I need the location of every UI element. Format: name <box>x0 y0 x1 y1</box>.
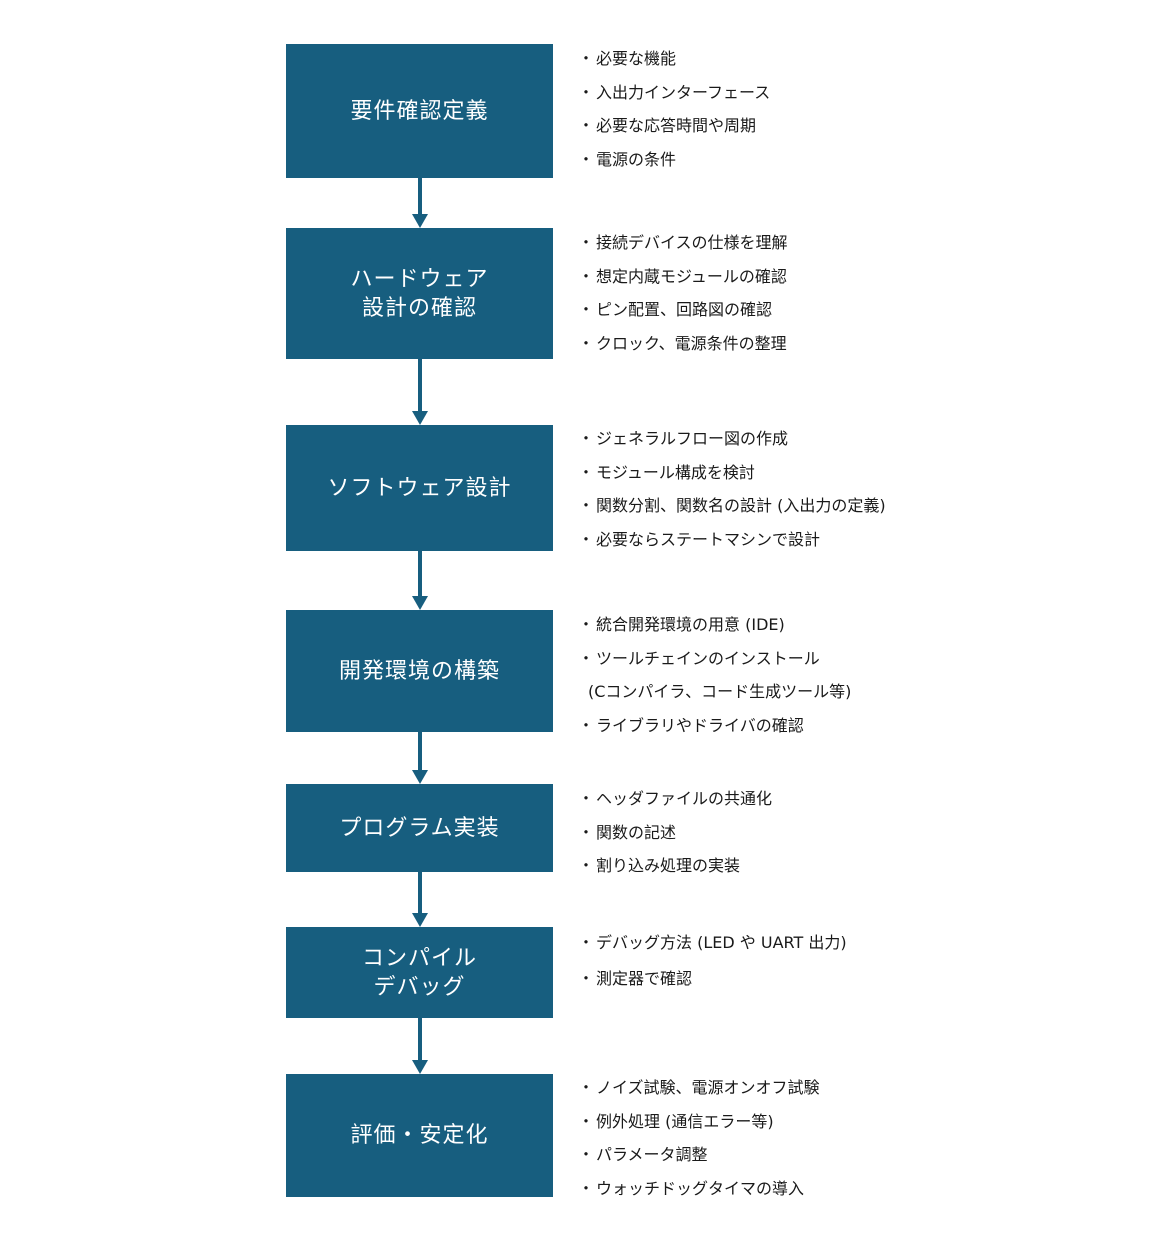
arrow-head-icon <box>412 1060 428 1074</box>
step-title: デバッグ <box>373 974 466 1000</box>
note-item: ・モジュール構成を検討 <box>578 462 755 482</box>
note-item: ・接続デバイスの仕様を理解 <box>578 233 788 252</box>
note-item: ・関数の記述 <box>578 822 677 842</box>
step-evaluation: 評価・安定化 <box>286 1074 553 1197</box>
note-item: ・例外処理 (通信エラー等) <box>578 1111 774 1131</box>
notes-requirements: ・必要な機能 ・入出力インターフェース ・必要な応答時間や周期 ・電源の条件 <box>578 42 770 176</box>
notes-software-design: ・ジェネラルフロー図の作成 ・モジュール構成を検討 ・関数分割、関数名の設計 (… <box>578 422 886 556</box>
step-title: ソフトウェア設計 <box>327 475 512 501</box>
note-item: ・測定器で確認 <box>578 969 693 988</box>
note-item: ・パラメータ調整 <box>578 1145 708 1164</box>
notes-compile-debug: ・デバッグ方法 (LED や UART 出力) ・測定器で確認 <box>578 925 847 997</box>
note-item: ・必要ならステートマシンで設計 <box>578 529 821 549</box>
note-item: ・クロック、電源条件の整理 <box>578 333 787 353</box>
arrow-head-icon <box>412 770 428 784</box>
step-requirements: 要件確認定義 <box>286 44 553 178</box>
note-item-continuation: (Cコンパイラ、コード生成ツール等) <box>588 682 852 701</box>
notes-evaluation: ・ノイズ試験、電源オンオフ試験 ・例外処理 (通信エラー等) ・パラメータ調整 … <box>578 1071 820 1205</box>
note-item: ・必要な応答時間や周期 <box>578 116 757 135</box>
note-item: ・ノイズ試験、電源オンオフ試験 <box>578 1078 820 1097</box>
note-item: ・想定内蔵モジュールの確認 <box>578 266 787 286</box>
step-title: 開発環境の構築 <box>338 658 500 684</box>
step-software-design: ソフトウェア設計 <box>286 425 553 551</box>
step-title: プログラム実装 <box>339 815 500 841</box>
note-item: ・デバッグ方法 (LED や UART 出力) <box>578 933 847 952</box>
step-title: コンパイル <box>361 945 477 971</box>
step-title: 要件確認定義 <box>350 98 489 124</box>
step-title: 評価・安定化 <box>350 1123 489 1148</box>
notes-implementation: ・ヘッダファイルの共通化 ・関数の記述 ・割り込み処理の実装 <box>578 782 772 883</box>
note-item: ・ツールチェインのインストール <box>578 648 820 668</box>
note-item: ・ジェネラルフロー図の作成 <box>578 429 789 448</box>
arrow-line <box>418 551 422 596</box>
note-item: ・統合開発環境の用意 (IDE) <box>578 615 785 634</box>
notes-hardware: ・接続デバイスの仕様を理解 ・想定内蔵モジュールの確認 ・ピン配置、回路図の確認… <box>578 226 788 360</box>
arrow-line <box>418 178 422 214</box>
arrow-head-icon <box>412 411 428 425</box>
arrow-line <box>418 359 422 411</box>
note-item: ・ピン配置、回路図の確認 <box>578 300 773 319</box>
note-item: ・割り込み処理の実装 <box>578 856 741 875</box>
note-item: ・ヘッダファイルの共通化 <box>578 789 773 808</box>
note-item: ・電源の条件 <box>578 149 677 169</box>
step-compile-debug: コンパイル デバッグ <box>286 927 553 1018</box>
arrow-line <box>418 1018 422 1060</box>
note-item: ・必要な機能 <box>578 49 677 68</box>
arrow-line <box>418 732 422 770</box>
arrow-head-icon <box>412 596 428 610</box>
arrow-head-icon <box>412 913 428 927</box>
step-implementation: プログラム実装 <box>286 784 553 872</box>
step-dev-environment: 開発環境の構築 <box>286 610 553 732</box>
note-item: ・入出力インターフェース <box>578 82 771 102</box>
step-title: ハードウェア <box>350 266 489 292</box>
step-title: 設計の確認 <box>361 295 477 321</box>
note-item: ・ウォッチドッグタイマの導入 <box>578 1178 805 1198</box>
arrow-head-icon <box>412 214 428 228</box>
note-item: ・関数分割、関数名の設計 (入出力の定義) <box>578 496 886 515</box>
arrow-line <box>418 872 422 913</box>
note-item: ・ライブラリやドライバの確認 <box>578 715 804 735</box>
step-hardware: ハードウェア 設計の確認 <box>286 228 553 359</box>
notes-dev-environment: ・統合開発環境の用意 (IDE) ・ツールチェインのインストール (Cコンパイラ… <box>578 608 851 742</box>
